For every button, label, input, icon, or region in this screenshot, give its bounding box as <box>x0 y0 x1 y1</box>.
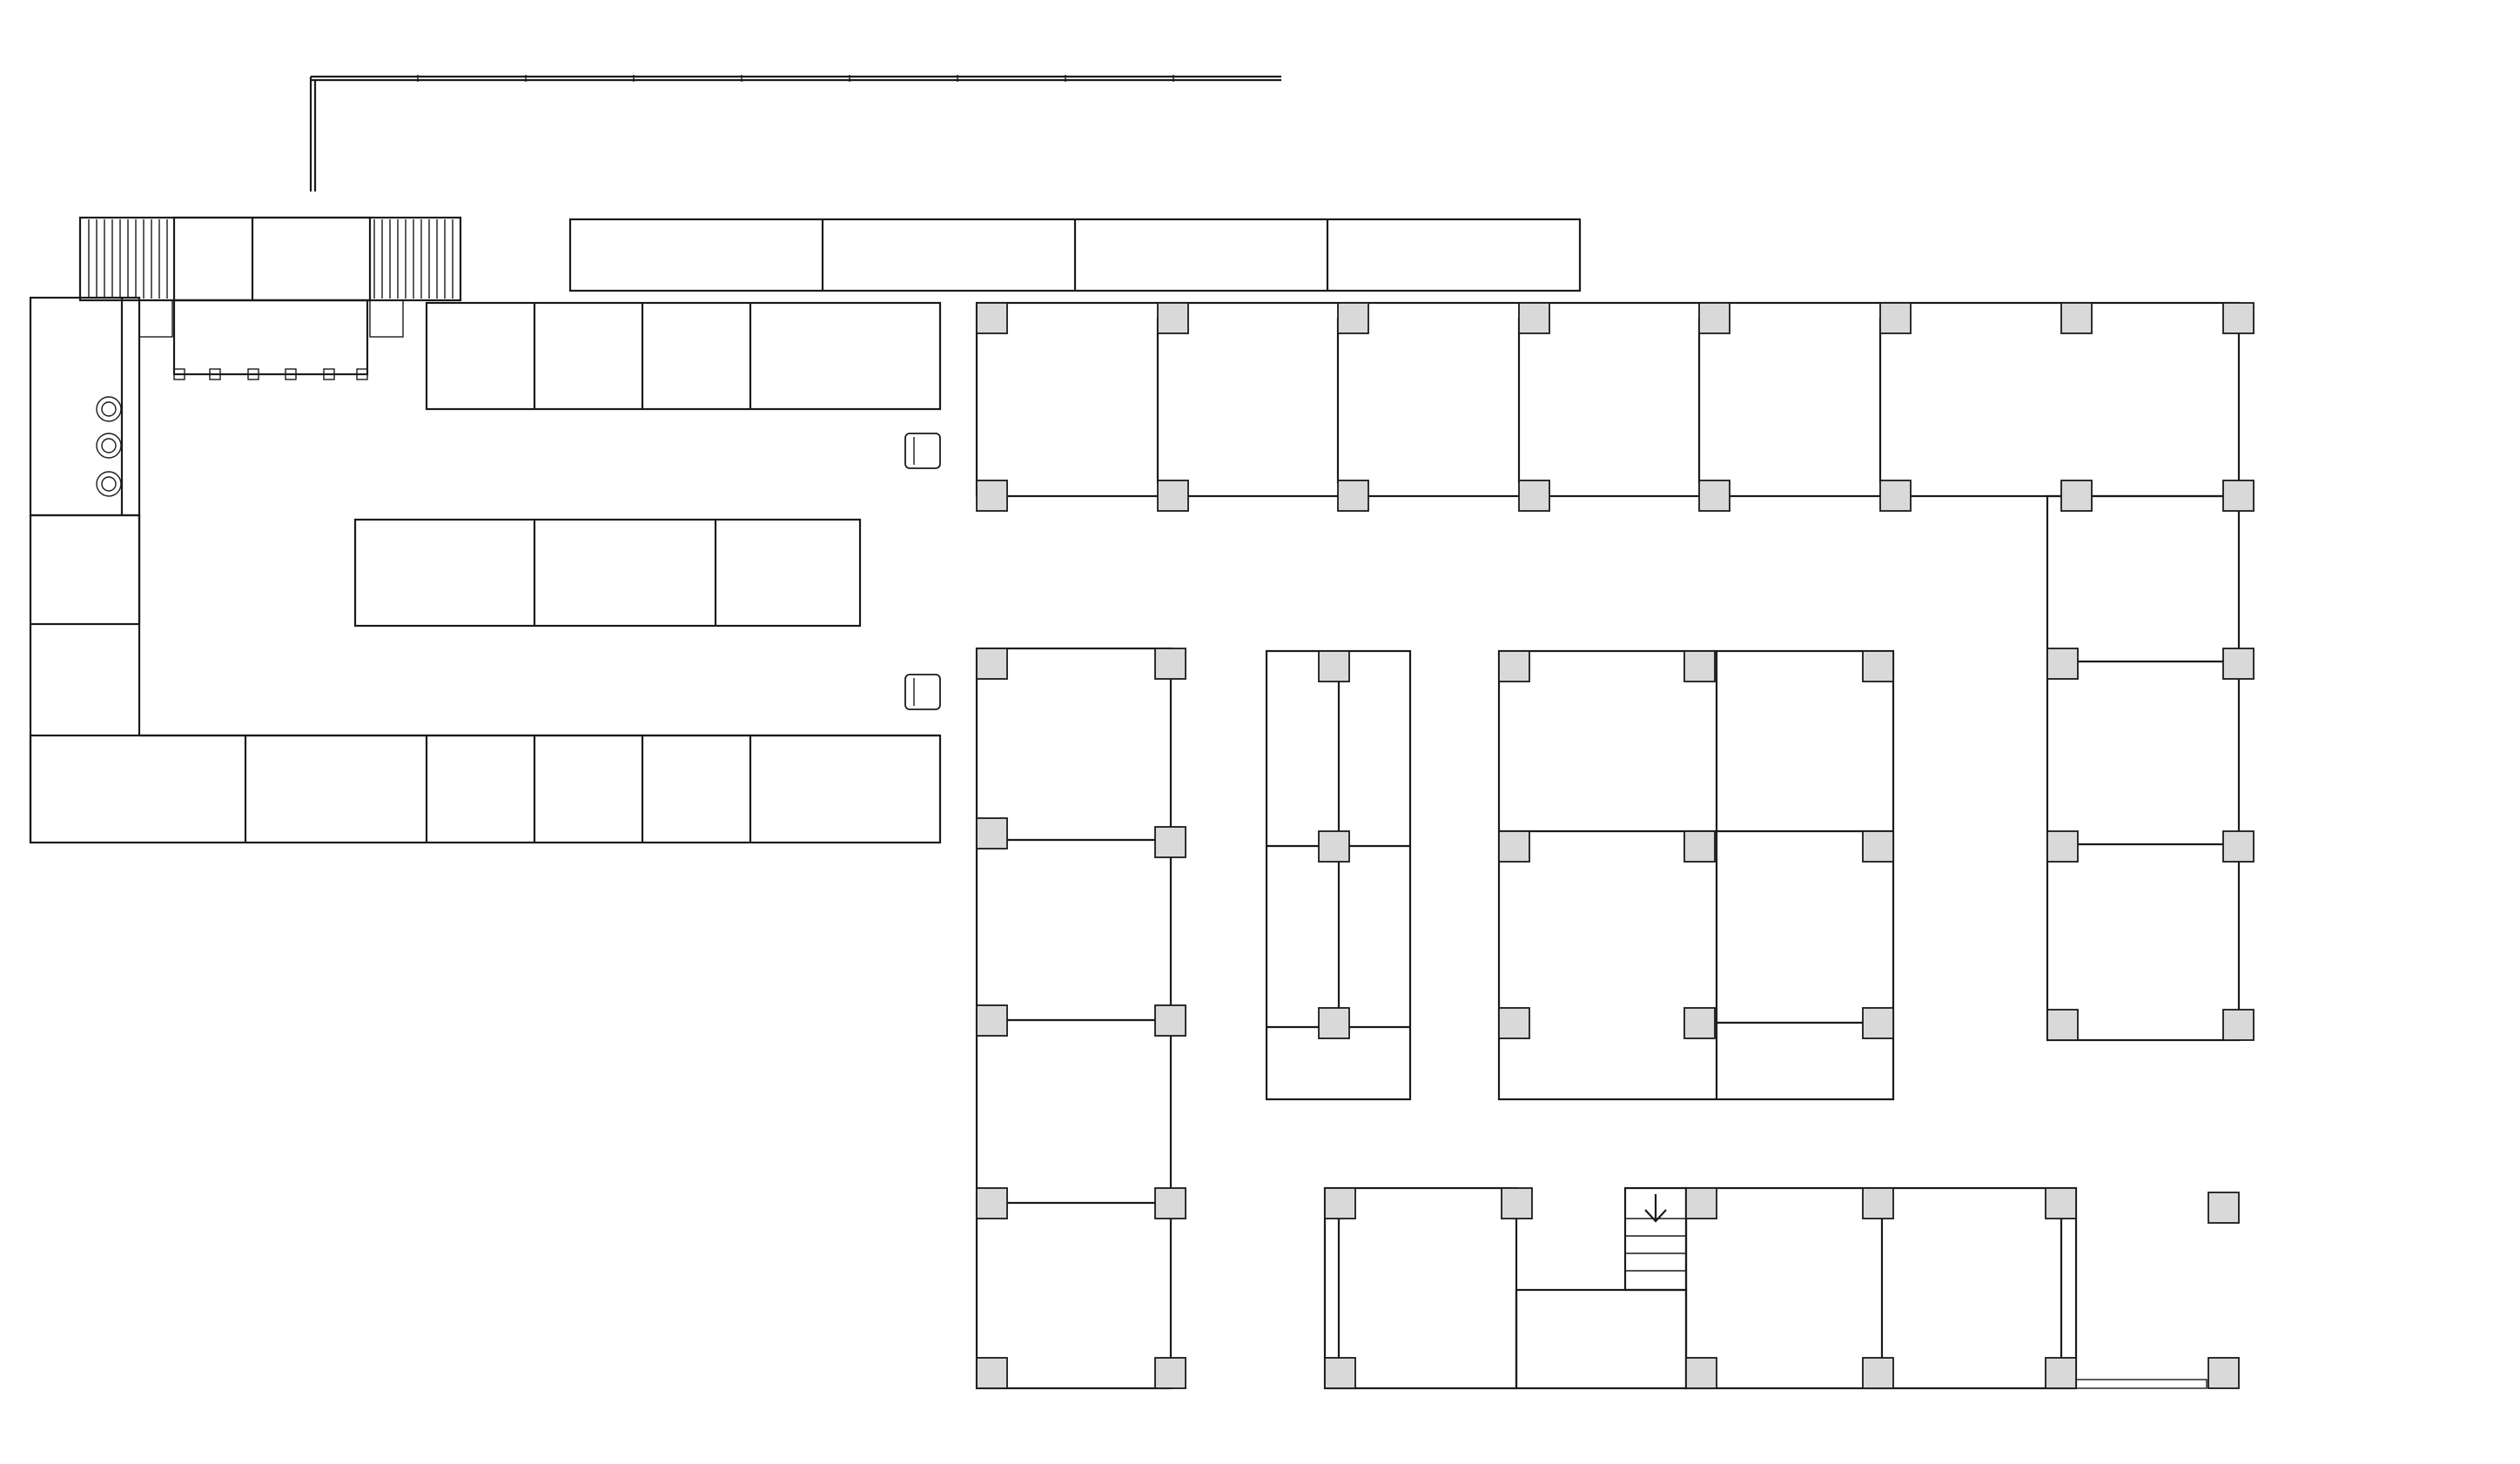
structural-column <box>976 1004 1008 1037</box>
left-wing <box>29 296 942 844</box>
structural-column <box>2222 648 2255 680</box>
structural-column <box>2046 1009 2079 1041</box>
structural-column <box>1157 302 1189 334</box>
structural-columns <box>976 302 2255 1389</box>
structural-column <box>1498 1007 1530 1039</box>
structural-column <box>1154 648 1186 680</box>
structural-column <box>976 302 1008 334</box>
structural-column <box>1337 480 1369 512</box>
structural-column <box>976 1187 1008 1219</box>
structural-column <box>1879 302 1912 334</box>
structural-column <box>1154 1187 1186 1219</box>
structural-column <box>1518 480 1550 512</box>
structural-column <box>1324 1187 1356 1219</box>
structural-column <box>2222 830 2255 863</box>
structural-column <box>2046 830 2079 863</box>
structural-column <box>2060 480 2093 512</box>
structural-column <box>976 648 1008 680</box>
structural-column <box>2045 1357 2077 1389</box>
structural-column <box>1862 1187 1894 1219</box>
door-swing-icon <box>904 433 941 710</box>
structural-column <box>2046 648 2079 680</box>
top-rooms <box>568 218 1582 292</box>
entrance-steps <box>78 216 462 380</box>
structural-column <box>1318 1007 1350 1039</box>
structural-column <box>2060 302 2093 334</box>
structural-column <box>2222 302 2255 334</box>
structural-column <box>1337 302 1369 334</box>
structural-column <box>2045 1187 2077 1219</box>
structural-column <box>1683 650 1716 682</box>
structural-column <box>1318 650 1350 682</box>
structural-column <box>2222 1009 2255 1041</box>
structural-column <box>1683 1007 1716 1039</box>
center-rooms <box>353 518 862 628</box>
structural-column <box>976 480 1008 512</box>
structural-column <box>976 1357 1008 1389</box>
structural-column <box>1698 480 1730 512</box>
structural-column <box>2208 1192 2240 1224</box>
structural-column <box>1157 480 1189 512</box>
structural-column <box>1683 830 1716 863</box>
structural-column <box>1498 830 1530 863</box>
structural-column <box>1862 830 1894 863</box>
structural-column <box>1501 1187 1533 1219</box>
structural-column <box>1862 650 1894 682</box>
stair-down-arrow-icon <box>1644 1194 1667 1223</box>
structural-column <box>1879 480 1912 512</box>
structural-column <box>2222 480 2255 512</box>
structural-column <box>1862 1357 1894 1389</box>
structural-column <box>2208 1357 2240 1389</box>
structural-column <box>1318 830 1350 863</box>
top-railing <box>309 75 1281 191</box>
structural-column <box>1498 650 1530 682</box>
right-wing <box>975 301 2241 1042</box>
structural-column <box>1518 302 1550 334</box>
toilet-fixture-icon <box>96 396 122 497</box>
structural-column <box>1685 1187 1717 1219</box>
structural-column <box>1698 302 1730 334</box>
structural-column <box>1324 1357 1356 1389</box>
structural-column <box>976 817 1008 850</box>
structural-column <box>1154 1357 1186 1389</box>
structural-column <box>1154 826 1186 858</box>
structural-column <box>1154 1004 1186 1037</box>
upper-rooms <box>425 301 942 411</box>
structural-column <box>1862 1007 1894 1039</box>
structural-column <box>1685 1357 1717 1389</box>
